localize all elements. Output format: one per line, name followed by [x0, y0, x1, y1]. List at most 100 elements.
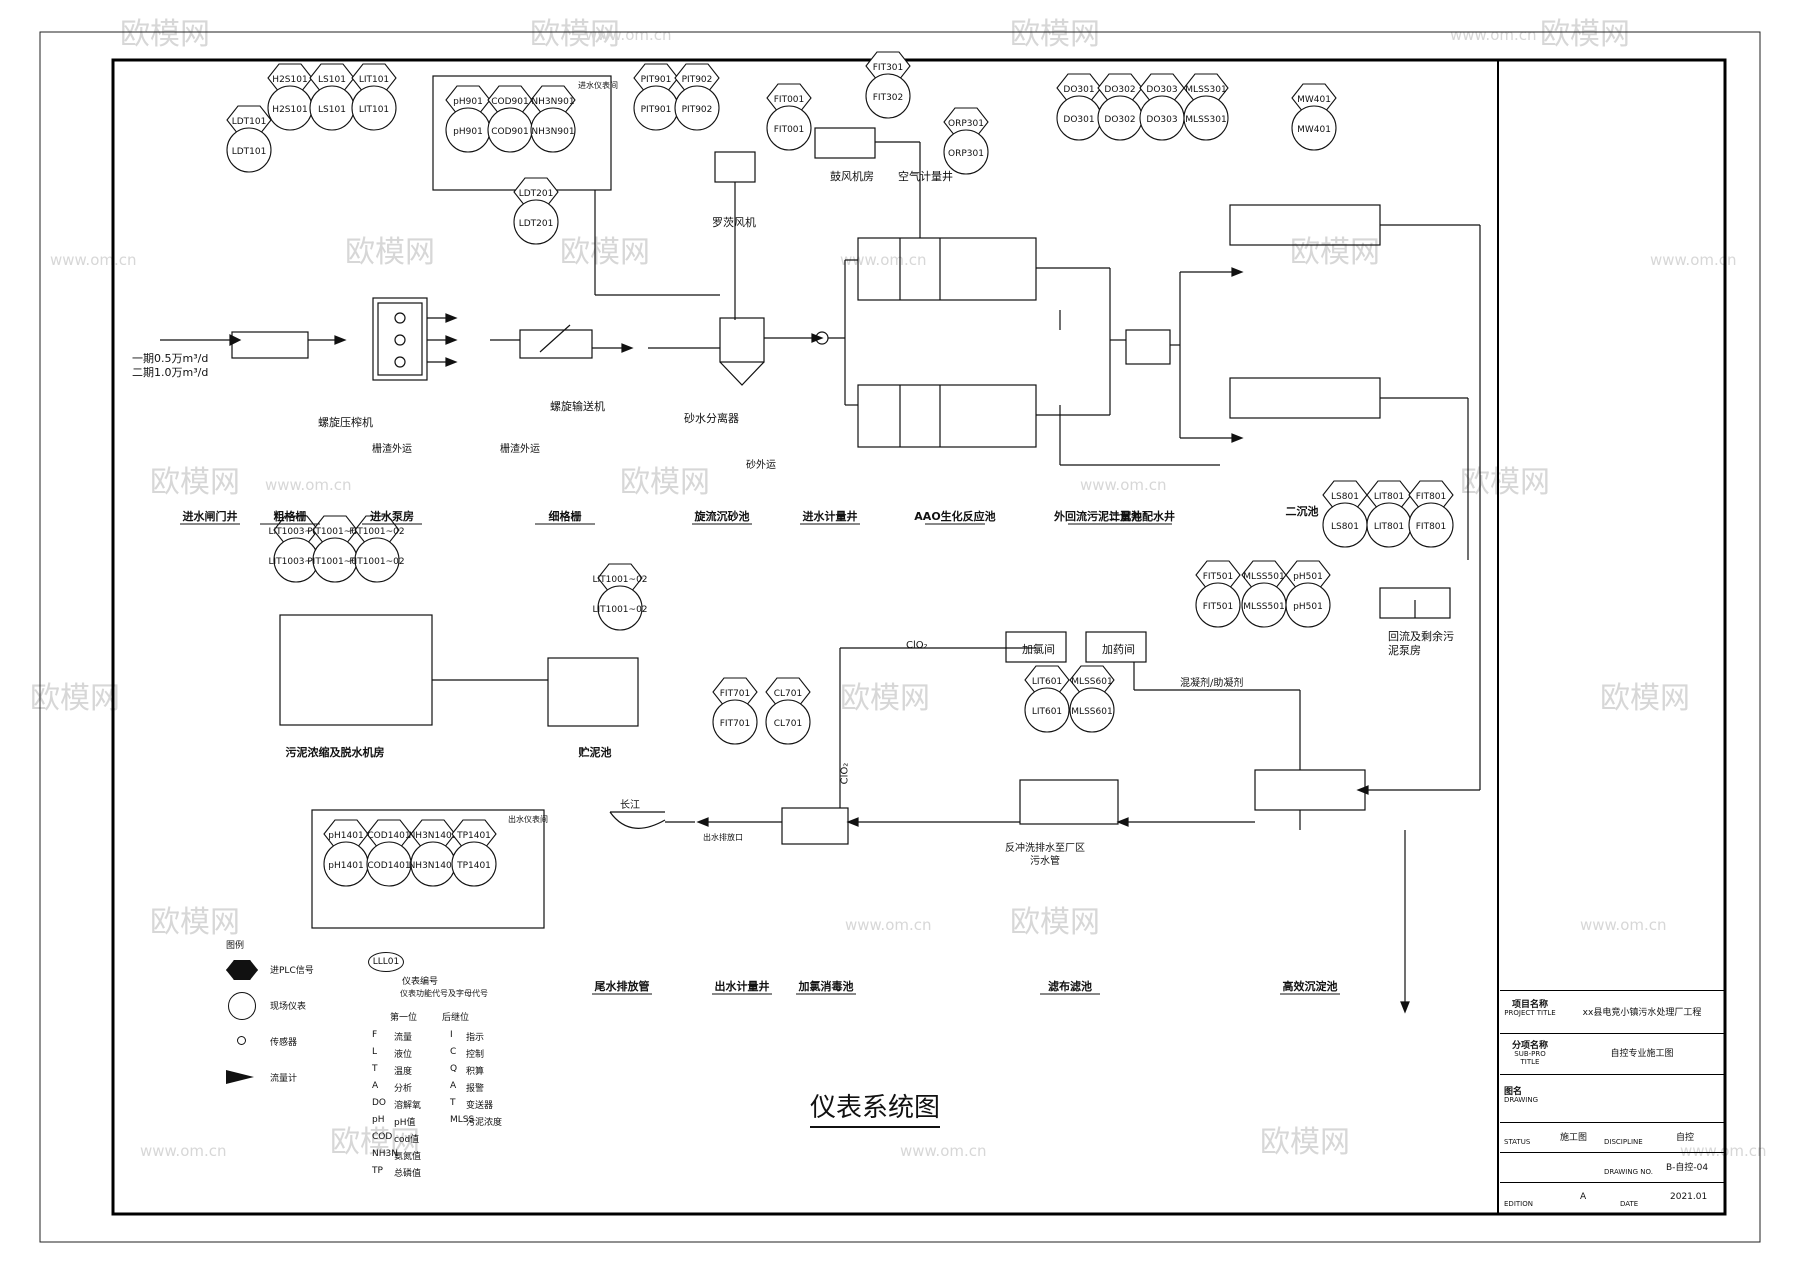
instrument-sub: COD901	[491, 127, 528, 137]
watermark-url: www.om.cn	[1650, 251, 1737, 269]
legend-code-first: L	[372, 1047, 378, 1057]
edition-value: A	[1580, 1192, 1587, 1202]
screen-out-1-label: 栅渣外运	[372, 444, 412, 455]
watermark: 欧模网	[30, 681, 120, 716]
instrument-sub: TP1401	[456, 861, 491, 871]
unit-label: 细格栅	[549, 509, 582, 523]
watermark: 欧模网	[1540, 17, 1630, 52]
unit-label: 尾水排放管	[594, 979, 650, 993]
instrument-tag: TP1401	[456, 831, 491, 841]
instrument-sub: LDT201	[519, 219, 554, 229]
legend-col2: 后继位	[442, 1013, 470, 1023]
legend-code-suffix: MLSS	[450, 1115, 475, 1125]
legend-code-first: pH值	[394, 1118, 416, 1128]
legend-code-first: COD	[372, 1132, 393, 1142]
watermark: 欧模网	[1260, 1125, 1350, 1160]
instrument-tag: DO303	[1146, 85, 1177, 95]
instrument-tag: ORP301	[948, 119, 984, 129]
roots-blower-label: 罗茨风机	[712, 216, 756, 229]
instrument-sub: LIT1001~02	[592, 605, 647, 615]
instrument-tag: PIT1001~04	[307, 527, 363, 537]
drawing-title: 仪表系统图	[810, 1087, 941, 1128]
watermark: 欧模网	[620, 465, 710, 500]
instrument-tag: COD1401	[367, 831, 410, 841]
label-sec_clar: 二沉池	[1286, 504, 1319, 518]
coag-label: 混凝剂/助凝剂	[1180, 678, 1244, 689]
legend-code-first: 流量	[394, 1033, 413, 1043]
watermark-url: www.om.cn	[840, 251, 927, 269]
instrument-tag: FIT1001~02	[349, 527, 404, 537]
legend-code-first: 氨氮值	[394, 1152, 422, 1162]
field-circle	[765, 699, 811, 745]
instrument-tag: MW401	[1297, 95, 1331, 105]
legend-code-first: 总磷值	[394, 1169, 422, 1179]
legend-code-first: 温度	[394, 1067, 413, 1077]
legend-code-suffix: 控制	[466, 1050, 485, 1060]
sand-out-label: 砂外运	[746, 460, 776, 471]
legend-item-text: 现场仪表	[270, 1002, 307, 1012]
screw-press-label: 螺旋压榨机	[318, 416, 373, 429]
dosing-room-label: 加药间	[1102, 643, 1135, 656]
field-circle	[712, 699, 758, 745]
instrument-tag: LIT1003~06	[268, 527, 323, 537]
drawing-label-en: DRAWING	[1504, 1096, 1539, 1104]
legend-tag-sub: 仪表功能代号及字母代号	[400, 989, 488, 998]
instrument-tag: MLSS601	[1071, 677, 1112, 687]
instrument-tag: pH501	[1293, 572, 1323, 582]
instrument-sub: PIT902	[682, 105, 713, 115]
unit-label: 进水闸门井	[183, 509, 238, 523]
instrument-tag: DO301	[1063, 85, 1094, 95]
field-circle	[1069, 687, 1115, 733]
legend-item-text: 传感器	[270, 1038, 298, 1048]
instrument-tag: PIT901	[641, 75, 672, 85]
screw-conveyor-label: 螺旋输送机	[550, 400, 605, 413]
river-label: 长江	[620, 800, 640, 811]
watermark: 欧模网	[1290, 235, 1380, 270]
watermark-url: www.om.cn	[1080, 476, 1167, 494]
instrument-tag: FIT301	[873, 63, 904, 73]
legend-code-first: T	[372, 1064, 378, 1074]
unit-label: AAO生化反应池	[914, 509, 995, 523]
instrument-tag: DO302	[1104, 85, 1135, 95]
air-meter-label: 空气计量井	[898, 170, 953, 183]
aao-tank-1	[857, 237, 1037, 301]
instrument-sub: FIT801	[1416, 522, 1447, 532]
field-circle	[597, 585, 643, 631]
watermark-url: www.om.cn	[1680, 1142, 1767, 1160]
watermark-url: www.om.cn	[585, 26, 672, 44]
instrument-tag: NH3N1401	[409, 831, 458, 841]
date-label: DATE	[1620, 1200, 1639, 1208]
drawing-label: 图名	[1504, 1087, 1523, 1097]
field-circle	[1291, 105, 1337, 151]
instrument-sub: CL701	[774, 719, 802, 729]
discipline-value: 自控	[1676, 1133, 1695, 1143]
watermark-url: www.om.cn	[140, 1142, 227, 1160]
watermark: 欧模网	[530, 17, 620, 52]
watermark: 欧模网	[840, 681, 930, 716]
cloth-filter	[1019, 779, 1119, 825]
field-circle	[351, 85, 397, 131]
instrument-sub: LS101	[318, 105, 346, 115]
instrument-tag: MLSS501	[1243, 572, 1284, 582]
instrument-sub: ORP301	[948, 149, 984, 159]
unit-label: 二沉池配水井	[1109, 509, 1175, 523]
instrument-tag: LIT1001~02	[592, 575, 647, 585]
instrument-sub: FIT001	[774, 125, 805, 135]
